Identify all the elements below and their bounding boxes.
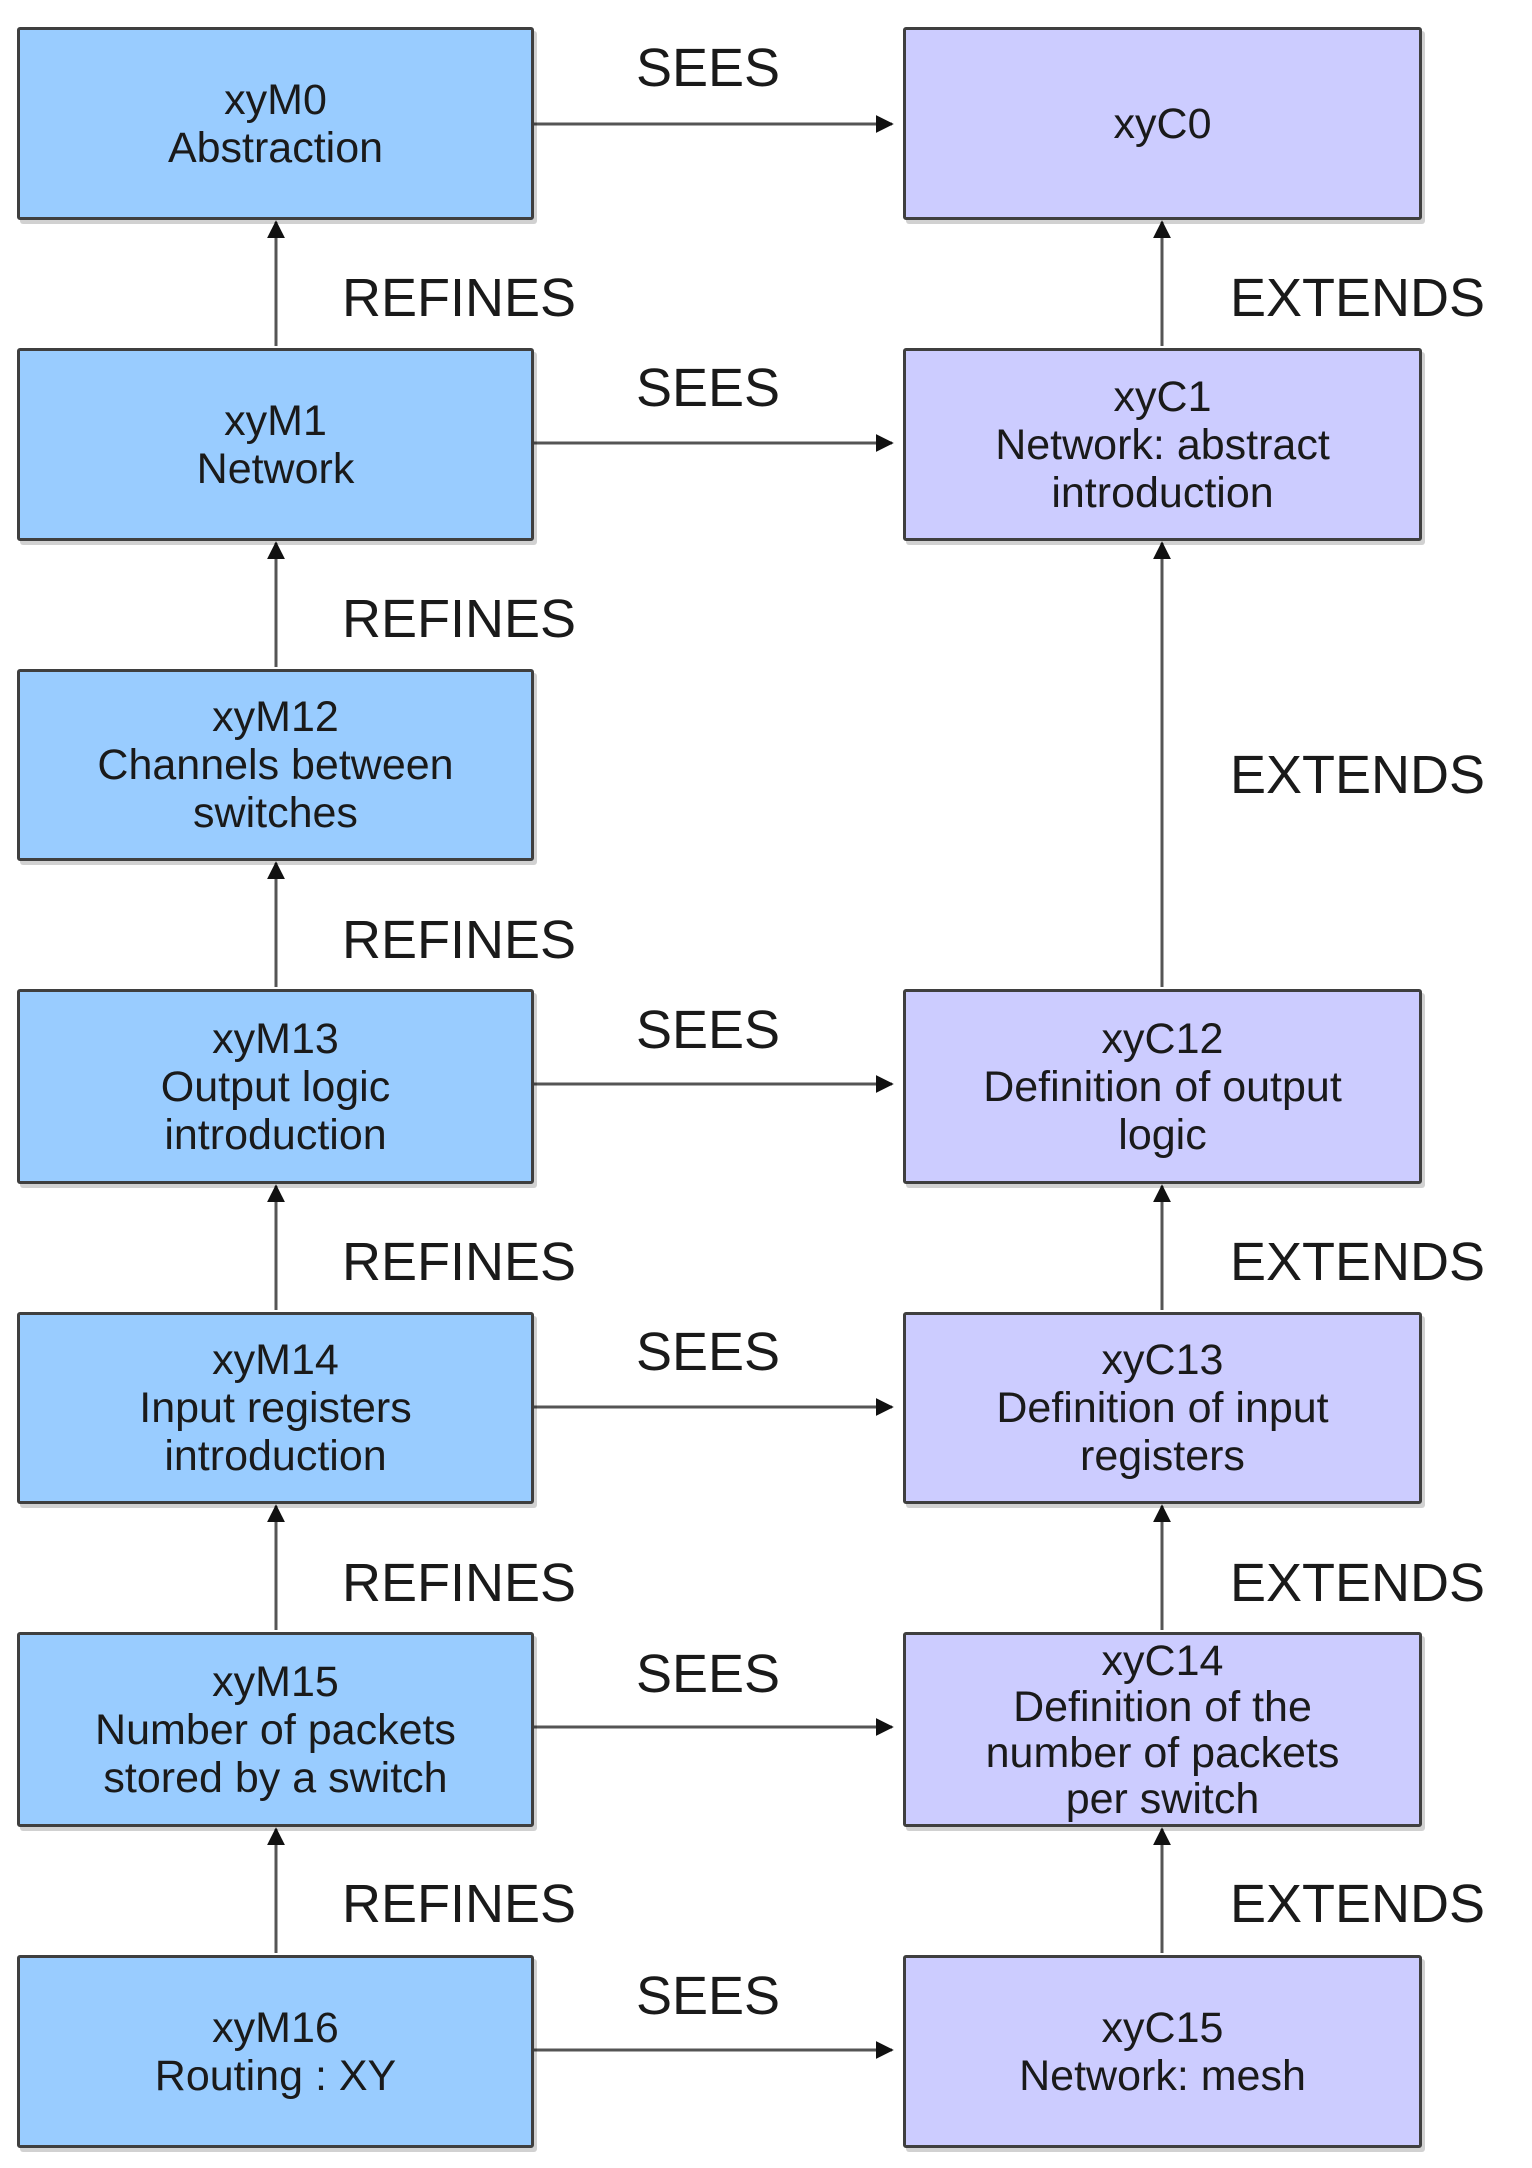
context-name: xyC15: [1101, 2003, 1224, 2052]
extends-label: EXTENDS: [1230, 1874, 1486, 1934]
machine-description-line: introduction: [164, 1110, 387, 1159]
context-name: xyC13: [1101, 1336, 1224, 1384]
context-box-xyC13: xyC13 Definition of input registers: [903, 1312, 1422, 1504]
context-box-xyC1: xyC1 Network: abstract introduction: [903, 348, 1422, 541]
context-description-line: number of packets: [985, 1728, 1340, 1777]
machine-description: Routing : XY: [154, 2051, 397, 2100]
machine-name: xyM13: [212, 1014, 339, 1063]
machine-box-xyM1: xyM1 Network: [17, 348, 534, 541]
context-box-xyC0: xyC0: [903, 27, 1422, 220]
extends-label: EXTENDS: [1230, 268, 1486, 328]
context-description-line: introduction: [1051, 468, 1274, 517]
context-description-line: Definition of output: [983, 1062, 1342, 1111]
machine-box-xyM13: xyM13 Output logic introduction: [17, 989, 534, 1184]
machine-description: Network: [196, 444, 355, 493]
machine-description-line: Output logic: [160, 1062, 391, 1111]
context-name: xyC0: [1113, 99, 1212, 148]
sees-label: SEES: [636, 1644, 781, 1704]
context-description-line: Network: abstract: [995, 420, 1330, 469]
machine-name: xyM15: [212, 1657, 339, 1706]
machine-description-line: Channels between: [97, 741, 454, 789]
context-description-line: registers: [1080, 1432, 1245, 1480]
refines-label: REFINES: [342, 589, 577, 649]
refines-label: REFINES: [342, 910, 577, 970]
machine-box-xyM16: xyM16 Routing : XY: [17, 1955, 534, 2148]
machine-description: Abstraction: [167, 123, 384, 172]
context-description: Network: mesh: [1019, 2051, 1306, 2100]
sees-label: SEES: [636, 1322, 781, 1382]
machine-description-line: introduction: [164, 1432, 387, 1480]
context-box-xyC14: xyC14 Definition of the number of packet…: [903, 1632, 1422, 1827]
machine-description-line: stored by a switch: [103, 1753, 448, 1802]
machine-name: xyM16: [212, 2003, 339, 2052]
context-name: xyC12: [1101, 1014, 1224, 1063]
machine-name: xyM0: [224, 75, 327, 124]
context-description-line: Definition of input: [996, 1384, 1329, 1432]
context-box-xyC12: xyC12 Definition of output logic: [903, 989, 1422, 1184]
sees-label: SEES: [636, 358, 781, 418]
machine-box-xyM0: xyM0 Abstraction: [17, 27, 534, 220]
refines-label: REFINES: [342, 268, 577, 328]
sees-label: SEES: [636, 38, 781, 98]
context-description-line: per switch: [1065, 1774, 1260, 1823]
machine-box-xyM14: xyM14 Input registers introduction: [17, 1312, 534, 1504]
sees-label: SEES: [636, 1000, 781, 1060]
extends-label: EXTENDS: [1230, 1232, 1486, 1292]
machine-box-xyM15: xyM15 Number of packets stored by a swit…: [17, 1632, 534, 1827]
context-description-line: logic: [1118, 1110, 1207, 1159]
sees-label: SEES: [636, 1966, 781, 2026]
context-name: xyC14: [1101, 1636, 1224, 1685]
context-description-line: Definition of the: [1013, 1682, 1312, 1731]
context-name: xyC1: [1113, 372, 1212, 421]
machine-box-xyM12: xyM12 Channels between switches: [17, 669, 534, 861]
context-box-xyC15: xyC15 Network: mesh: [903, 1955, 1422, 2148]
machine-name: xyM14: [212, 1336, 339, 1384]
refines-label: REFINES: [342, 1874, 577, 1934]
machine-description-line: switches: [193, 789, 358, 837]
machine-name: xyM12: [212, 693, 339, 741]
extends-label: EXTENDS: [1230, 1553, 1486, 1613]
refines-label: REFINES: [342, 1553, 577, 1613]
machine-description-line: Number of packets: [95, 1705, 456, 1754]
machine-description-line: Input registers: [139, 1384, 412, 1432]
refines-label: REFINES: [342, 1232, 577, 1292]
extends-label: EXTENDS: [1230, 745, 1486, 805]
machine-name: xyM1: [224, 396, 327, 445]
